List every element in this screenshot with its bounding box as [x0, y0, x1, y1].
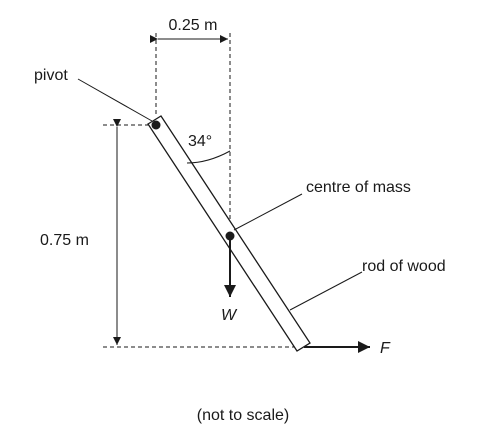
centre-of-mass-label: centre of mass — [306, 179, 411, 196]
rod-leader-line — [289, 271, 363, 311]
weight-label: W — [221, 307, 238, 324]
force-label: F — [380, 340, 391, 357]
centre-of-mass-leader-line — [233, 193, 303, 231]
horizontal-distance-label: 0.25 m — [169, 17, 218, 34]
angle-arc — [186, 150, 231, 164]
vertical-distance-label: 0.75 m — [40, 232, 89, 249]
pivot-point — [151, 120, 161, 130]
centre-of-mass-point — [225, 231, 235, 241]
pivot-leader-line — [77, 78, 153, 122]
rod-label: rod of wood — [362, 258, 446, 275]
angle-label: 34° — [188, 133, 212, 150]
pivot-label: pivot — [34, 67, 68, 84]
caption: (not to scale) — [197, 407, 289, 424]
